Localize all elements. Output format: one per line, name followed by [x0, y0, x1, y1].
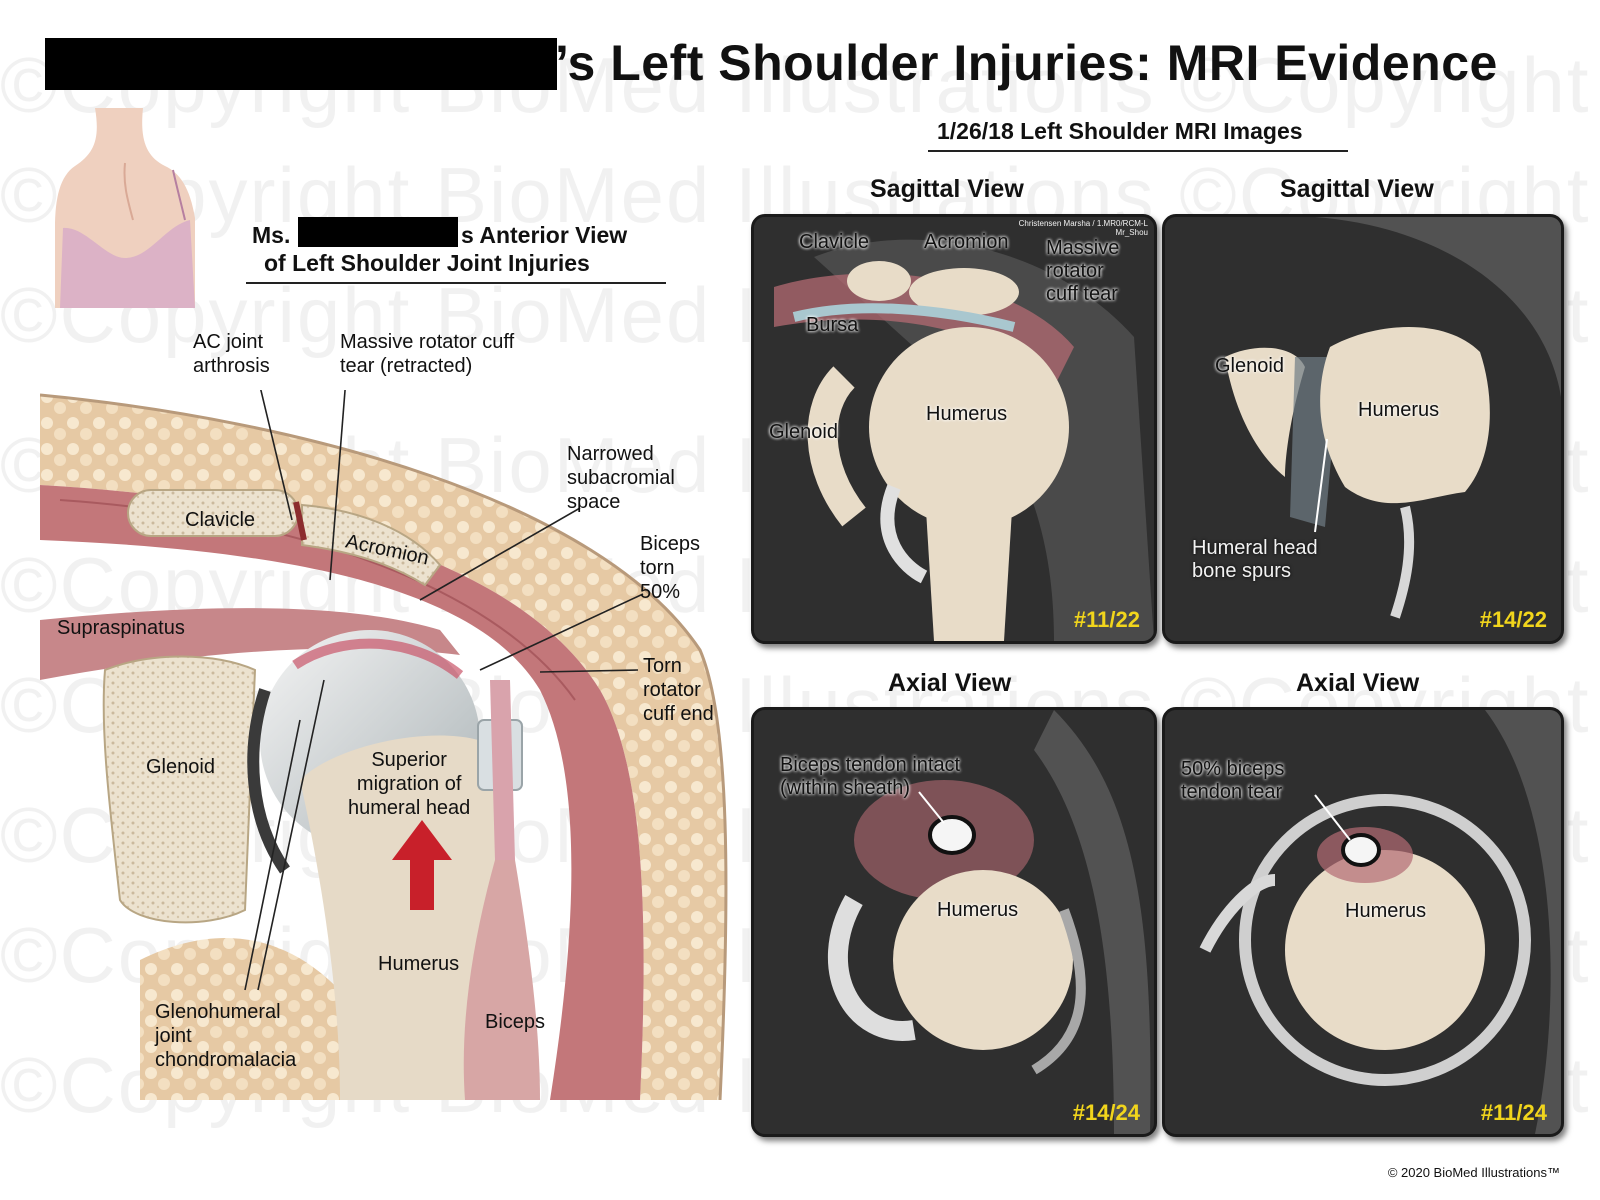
mri-label-humerus: Humerus	[926, 403, 1008, 425]
mri-label-humerus: Humerus	[937, 899, 1019, 921]
anterior-title-suffix: s Anterior View	[461, 222, 628, 248]
mri-header: 1/26/18 Left Shoulder MRI Images	[937, 118, 1303, 144]
mri-label-bursa: Bursa	[806, 314, 859, 336]
view-title-4: Axial View	[1296, 669, 1420, 697]
mri-label-tendon-intact: Biceps tendon intact (within sheath)	[780, 754, 961, 799]
label-clavicle: Clavicle	[185, 509, 256, 531]
slice-number: #11/22	[1073, 607, 1140, 632]
mri-panel-axial-1: Biceps tendon intact (within sheath) Hum…	[751, 707, 1157, 1137]
view-title-3: Axial View	[888, 669, 1012, 697]
mri-image	[1165, 710, 1561, 1134]
mri-label-tendon-tear: 50% biceps tendon tear	[1181, 758, 1285, 803]
anterior-title-line2: of Left Shoulder Joint Injuries	[264, 250, 590, 276]
mri-label-humerus: Humerus	[1358, 399, 1440, 421]
view-title-2: Sagittal View	[1280, 175, 1434, 203]
mri-info-text: Christensen Marsha / 1.MR0/RCM-L Mr_Shou	[1018, 219, 1148, 237]
label-narrowed-space: Narrowed subacromial space	[567, 443, 675, 513]
view-title-1: Sagittal View	[870, 175, 1024, 203]
anterior-title-prefix: Ms.	[252, 222, 291, 248]
mri-image	[754, 710, 1154, 1134]
label-humerus: Humerus	[378, 953, 460, 975]
anterior-title-rule	[246, 282, 666, 284]
label-supraspinatus: Supraspinatus	[57, 617, 185, 639]
torso-thumbnail	[55, 108, 195, 308]
shoulder-anterior-illustration	[40, 390, 728, 1100]
mri-panel-sagittal-1: Christensen Marsha / 1.MR0/RCM-L Mr_Shou…	[751, 214, 1157, 644]
mri-label-glenoid: Glenoid	[1215, 355, 1284, 377]
label-ac-joint: AC joint arthrosis	[193, 331, 270, 377]
redacted-name	[298, 217, 458, 247]
slice-number: #14/24	[1072, 1100, 1140, 1125]
page-title: ’s Left Shoulder Injuries: MRI Evidence	[555, 35, 1498, 91]
label-glenoid: Glenoid	[146, 756, 215, 778]
mri-image	[754, 217, 1154, 641]
mri-label-glenoid: Glenoid	[769, 421, 838, 443]
copyright-notice: © 2020 BioMed Illustrations™	[1387, 1165, 1560, 1180]
label-torn-cuff-end: Torn rotator cuff end	[643, 655, 714, 725]
mri-panel-sagittal-2: Glenoid Humerus Humeral head bone spurs …	[1162, 214, 1564, 644]
label-rotator-cuff-tear: Massive rotator cuff tear (retracted)	[340, 331, 515, 377]
label-biceps-torn: Biceps torn 50%	[640, 533, 701, 603]
label-superior-migration: Superior migration of humeral head	[348, 749, 471, 819]
mri-label-humerus: Humerus	[1345, 900, 1427, 922]
mri-label-acromion: Acromion	[924, 231, 1009, 253]
slice-number: #11/24	[1480, 1100, 1547, 1125]
mri-panel-axial-2: 50% biceps tendon tear Humerus #11/24	[1162, 707, 1564, 1137]
slice-number: #14/22	[1479, 607, 1547, 632]
mri-image	[1165, 217, 1561, 641]
mri-label-bone-spurs: Humeral head bone spurs	[1192, 537, 1318, 582]
label-biceps: Biceps	[485, 1011, 546, 1033]
label-chondromalacia: Glenohumeral joint chondromalacia	[155, 1001, 297, 1071]
redacted-name	[45, 38, 557, 90]
mri-label-cuff-tear: Massive rotator cuff tear	[1046, 237, 1120, 305]
mri-label-clavicle: Clavicle	[799, 231, 870, 253]
mri-header-rule	[928, 150, 1348, 152]
